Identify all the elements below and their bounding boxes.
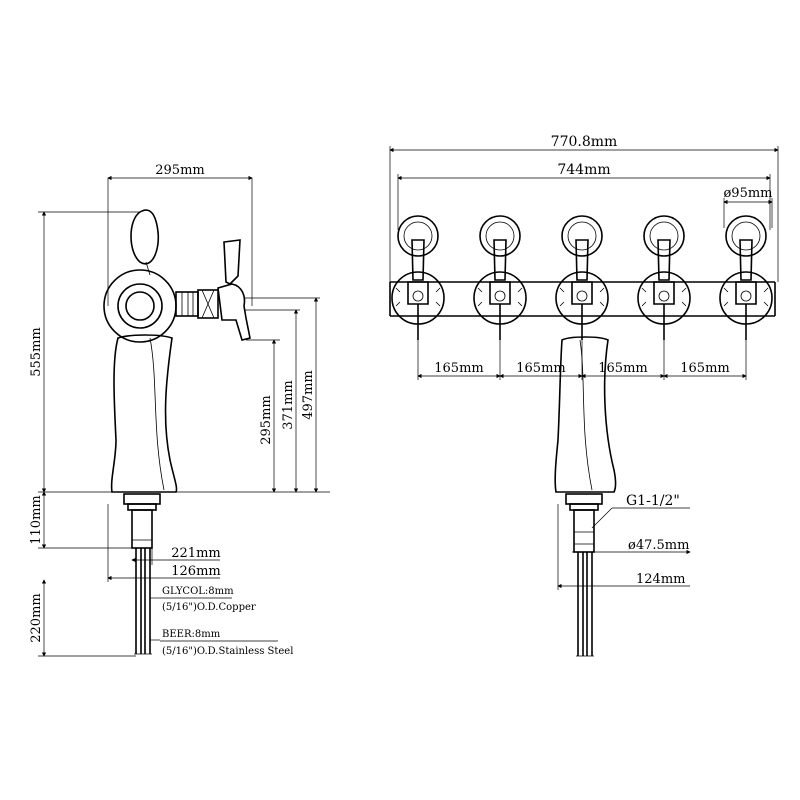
tower-column-front (554, 336, 617, 493)
tap-handle-front (739, 239, 753, 281)
tap-unit (637, 215, 691, 340)
faucet-handle-side (223, 239, 241, 285)
tap-units (391, 215, 773, 340)
dim-height-555: 555mm (29, 327, 44, 376)
shank (131, 509, 153, 549)
base-flange (123, 493, 161, 505)
tap-handle-front (575, 239, 589, 281)
label-thread: G1-1/2" (626, 493, 680, 509)
note-beer-size: BEER:8mm (162, 629, 221, 640)
dim-spacing-1: 165mm (434, 361, 483, 376)
tap-unit (555, 215, 609, 340)
dim-diameter-47-5: ø47.5mm (628, 538, 689, 553)
dim-span-744: 744mm (557, 162, 610, 178)
tap-unit (391, 215, 445, 340)
tap-top-ring (397, 215, 439, 257)
dim-diameter-95: ø95mm (723, 186, 772, 201)
tower-column (110, 334, 178, 493)
tap-top-ring (561, 215, 603, 257)
shank-front (573, 509, 595, 553)
dim-height-497: 497mm (301, 370, 316, 419)
dim-spacing-2: 165mm (516, 361, 565, 376)
tap-unit (473, 215, 527, 340)
faucet-side (217, 283, 251, 341)
front-view: 770.8mm 744mm ø95mm 165mm 165mm 165mm 16… (389, 134, 779, 657)
tap-handle-front (493, 239, 507, 281)
tap-handle-front (657, 239, 671, 281)
dim-width-295: 295mm (155, 163, 204, 178)
dim-height-371: 371mm (281, 380, 296, 429)
lines-down-front (576, 552, 594, 657)
side-view: 295mm 555mm 110mm 220mm 497mm 371mm 295m… (29, 163, 330, 657)
dim-base-110: 110mm (29, 495, 44, 544)
tower-head-ball (103, 269, 177, 343)
dim-overall-770: 770.8mm (551, 134, 618, 150)
dim-height-295: 295mm (259, 395, 274, 444)
tap-top-ring (725, 215, 767, 257)
tap-top-ring (643, 215, 685, 257)
note-glycol-size: GLYCOL:8mm (162, 586, 234, 597)
tap-top-ring (479, 215, 521, 257)
tap-handle-side (130, 209, 160, 265)
lines-down (134, 548, 152, 655)
dim-base-124: 124mm (636, 572, 685, 587)
note-beer-material: (5/16")O.D.Stainless Steel (162, 646, 293, 657)
dim-126: 126mm (171, 564, 220, 579)
dim-spacing-3: 165mm (598, 361, 647, 376)
tap-unit (719, 215, 773, 340)
base-flange-front (565, 493, 603, 505)
dim-221: 221mm (171, 546, 220, 561)
dim-shank-220: 220mm (29, 593, 44, 642)
note-glycol-material: (5/16")O.D.Copper (162, 602, 256, 613)
tap-handle-front (411, 239, 425, 281)
dim-spacing-4: 165mm (680, 361, 729, 376)
